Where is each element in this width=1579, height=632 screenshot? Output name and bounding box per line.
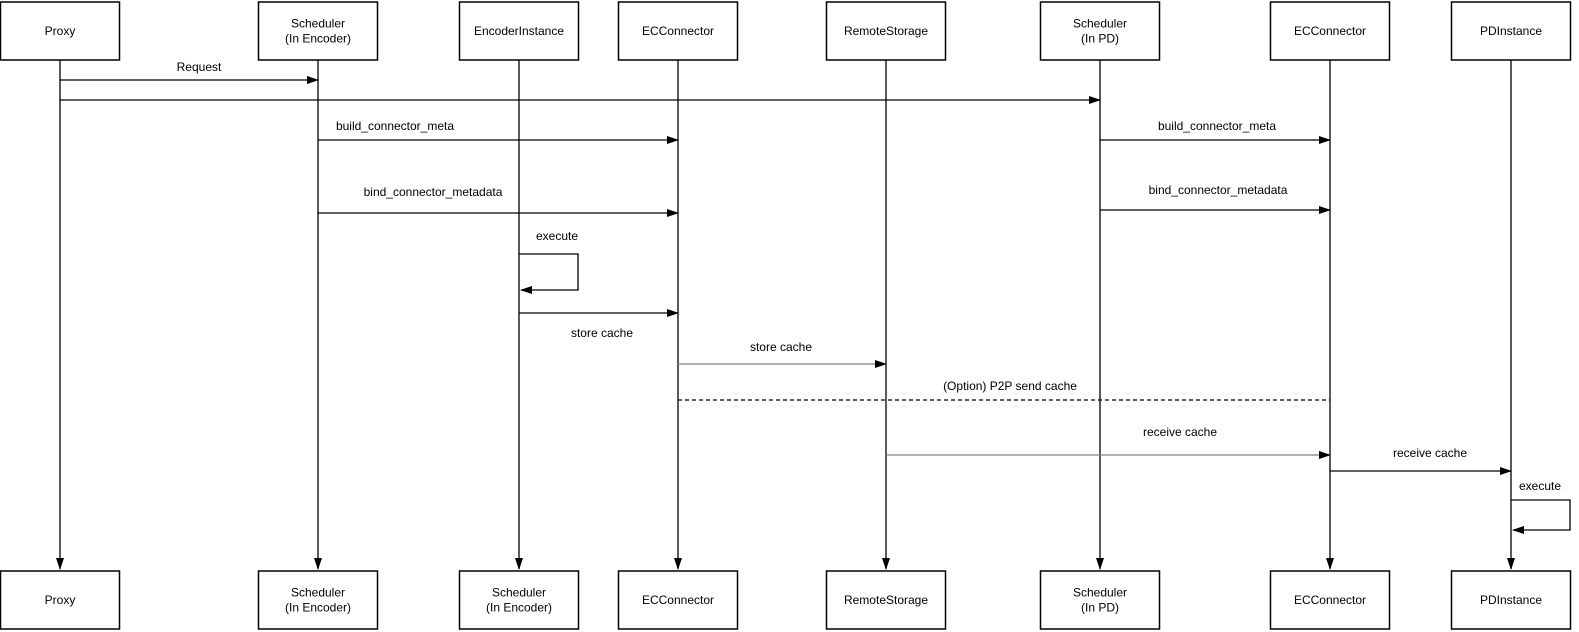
actor-bottom-label-ec-connector-right: ECConnector	[1294, 593, 1366, 607]
lifelines-layer	[56, 60, 1515, 570]
actor-top-label-scheduler-pd: Scheduler(In PD)	[1073, 17, 1127, 46]
actor-top-label-proxy: Proxy	[45, 24, 76, 38]
actor-bottom-label-proxy: Proxy	[45, 593, 76, 607]
self-loop-label-execute-encoder: execute	[536, 229, 578, 243]
actor-bottom-box-ec-connector-left	[617, 570, 739, 630]
actor-top-label-ec-connector-left: ECConnector	[642, 24, 714, 38]
actor-bottom-box-scheduler-pd	[1039, 570, 1161, 630]
actor-bottom-label-scheduler-pd: Scheduler(In PD)	[1073, 586, 1127, 615]
actor-bottom-box-pd-instance	[1450, 570, 1572, 630]
self-loop-execute-encoder	[519, 253, 579, 294]
actor-bottom-label-ec-connector-left: ECConnector	[642, 593, 714, 607]
message-label-receive-cache-to-pd: receive cache	[1393, 446, 1467, 460]
actor-top-box-scheduler-pd	[1039, 1, 1161, 61]
self-loop-label-execute-pd: execute	[1519, 479, 1561, 493]
message-label-bind-connector-metadata-right: bind_connector_metadata	[1149, 183, 1288, 197]
messages-layer: Request build_connector_meta build_connect…	[60, 60, 1571, 534]
actor-bottom-box-ec-connector-right	[1269, 570, 1391, 630]
actor-top-label-pd-instance: PDInstance	[1480, 24, 1542, 38]
actor-bottom-label-pd-instance: PDInstance	[1480, 593, 1542, 607]
actor-bottom-label-scheduler-encoder: Scheduler(In Encoder)	[285, 586, 351, 615]
actor-top-box-ec-connector-right	[1269, 1, 1391, 61]
message-label-p2p-send-cache: (Option) P2P send cache	[943, 379, 1077, 393]
actor-bottom-box-proxy	[0, 570, 121, 630]
message-label-build-connector-meta-left: build_connector_meta	[336, 119, 454, 133]
actor-top-label-remote-storage: RemoteStorage	[844, 24, 928, 38]
actor-top-box-pd-instance	[1450, 1, 1572, 61]
actor-bottom-box-remote-storage	[825, 570, 947, 630]
message-label-bind-connector-metadata-left: bind_connector_metadata	[364, 185, 503, 199]
message-label-receive-cache-from-storage: receive cache	[1143, 425, 1217, 439]
actor-top-box-encoder-instance	[458, 1, 580, 61]
message-label-store-cache-to-connector: store cache	[571, 326, 633, 340]
actor-top-label-encoder-instance: EncoderInstance	[474, 24, 564, 38]
message-label-request: Request	[177, 60, 222, 74]
actor-top-box-proxy	[0, 1, 121, 61]
actor-bottom-label-remote-storage: RemoteStorage	[844, 593, 928, 607]
message-label-store-cache-to-storage: store cache	[750, 340, 812, 354]
actor-bottom-box-encoder-instance	[458, 570, 580, 630]
actor-top-label-scheduler-encoder: Scheduler(In Encoder)	[285, 17, 351, 46]
actor-bottom-label-encoder-instance: Scheduler(In Encoder)	[486, 586, 552, 615]
self-loop-execute-pd	[1511, 499, 1571, 534]
actor-top-label-ec-connector-right: ECConnector	[1294, 24, 1366, 38]
actor-bottom-box-scheduler-encoder	[257, 570, 379, 630]
actor-top-box-ec-connector-left	[617, 1, 739, 61]
actor-top-box-remote-storage	[825, 1, 947, 61]
message-label-build-connector-meta-right: build_connector_meta	[1158, 119, 1276, 133]
actor-top-box-scheduler-encoder	[257, 1, 379, 61]
